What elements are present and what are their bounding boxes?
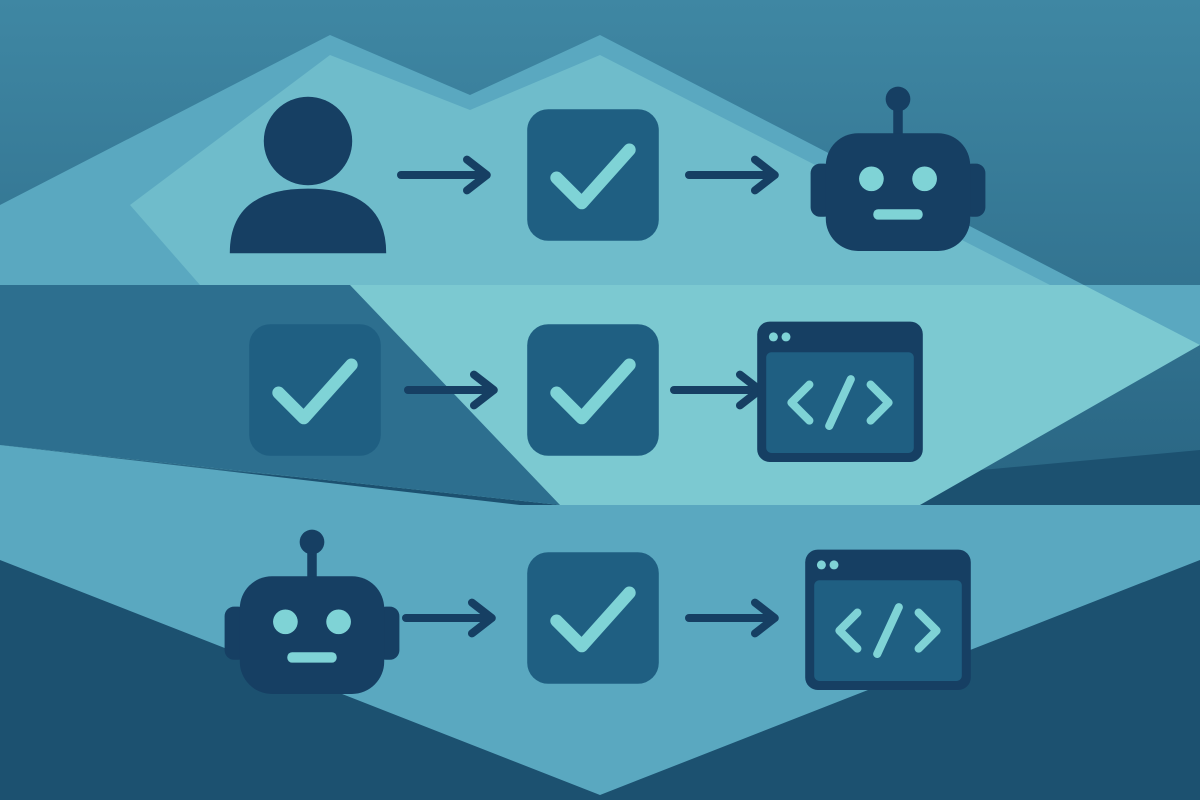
arrow-right-icon bbox=[397, 155, 491, 195]
arrow-right-icon bbox=[402, 598, 496, 638]
arrow-right-icon bbox=[404, 370, 498, 410]
robot-icon bbox=[224, 529, 400, 694]
check-icon bbox=[527, 324, 659, 456]
person-icon bbox=[229, 96, 387, 254]
arrow-right-icon bbox=[685, 598, 779, 638]
code-window-icon bbox=[757, 321, 923, 462]
robot-icon bbox=[810, 86, 986, 251]
arrow-right-icon bbox=[685, 155, 779, 195]
check-icon bbox=[527, 552, 659, 684]
code-window-icon bbox=[805, 549, 971, 690]
check-icon bbox=[527, 109, 659, 241]
check-icon bbox=[249, 324, 381, 456]
